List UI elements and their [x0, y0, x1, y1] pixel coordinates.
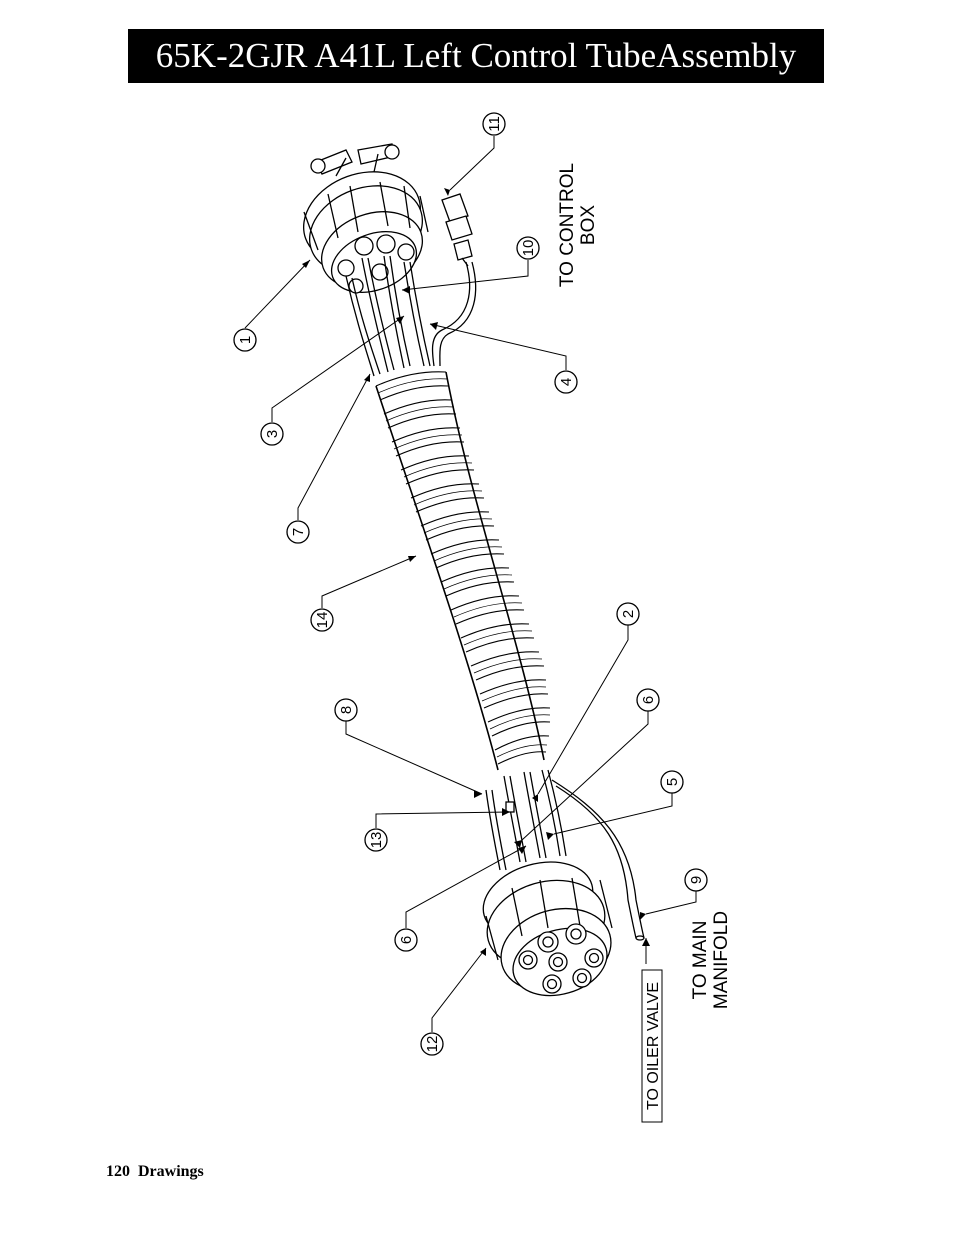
callout-13: 13: [368, 832, 385, 849]
top-fitting: [302, 143, 429, 294]
callout-8: 8: [338, 706, 355, 714]
callout-7: 7: [290, 528, 307, 536]
oiler-valve-label: TO OILER VALVE: [641, 969, 663, 1123]
corrugated-hose: [375, 371, 551, 771]
callout-6-top: 6: [640, 696, 657, 704]
note-to-oiler-valve: TO OILER VALVE: [645, 982, 662, 1110]
callout-6-bottom: 6: [398, 936, 415, 944]
callout-2: 2: [620, 610, 637, 618]
page-footer: 120 Drawings: [106, 1163, 204, 1181]
callout-balloons: [233, 112, 708, 1056]
callout-1: 1: [237, 336, 254, 344]
callout-10: 10: [520, 240, 537, 257]
callout-5: 5: [664, 778, 681, 786]
note-manifold: MANIFOLD: [711, 911, 732, 1009]
callout-4: 4: [558, 378, 575, 386]
note-to-main: TO MAIN: [690, 921, 711, 1000]
bottom-tubes: [485, 769, 645, 941]
arrowheads: [302, 188, 650, 956]
title-bar: 65K-2GJR A41L Left Control TubeAssembly: [128, 29, 824, 83]
callout-3: 3: [264, 430, 281, 438]
callout-12: 12: [424, 1036, 441, 1053]
callout-11: 11: [486, 116, 503, 132]
top-tubes: [345, 255, 477, 377]
page-title: 65K-2GJR A41L Left Control TubeAssembly: [155, 36, 797, 75]
page-number: 120: [106, 1163, 130, 1180]
callout-9: 9: [688, 876, 705, 884]
leader-lines: [244, 136, 697, 1032]
callout-14: 14: [314, 612, 331, 629]
section-name: Drawings: [138, 1163, 204, 1180]
connector-11: [441, 193, 473, 267]
bottom-fitting: [482, 861, 613, 997]
note-box: BOX: [578, 205, 599, 245]
note-to-control: TO CONTROL: [557, 163, 578, 287]
